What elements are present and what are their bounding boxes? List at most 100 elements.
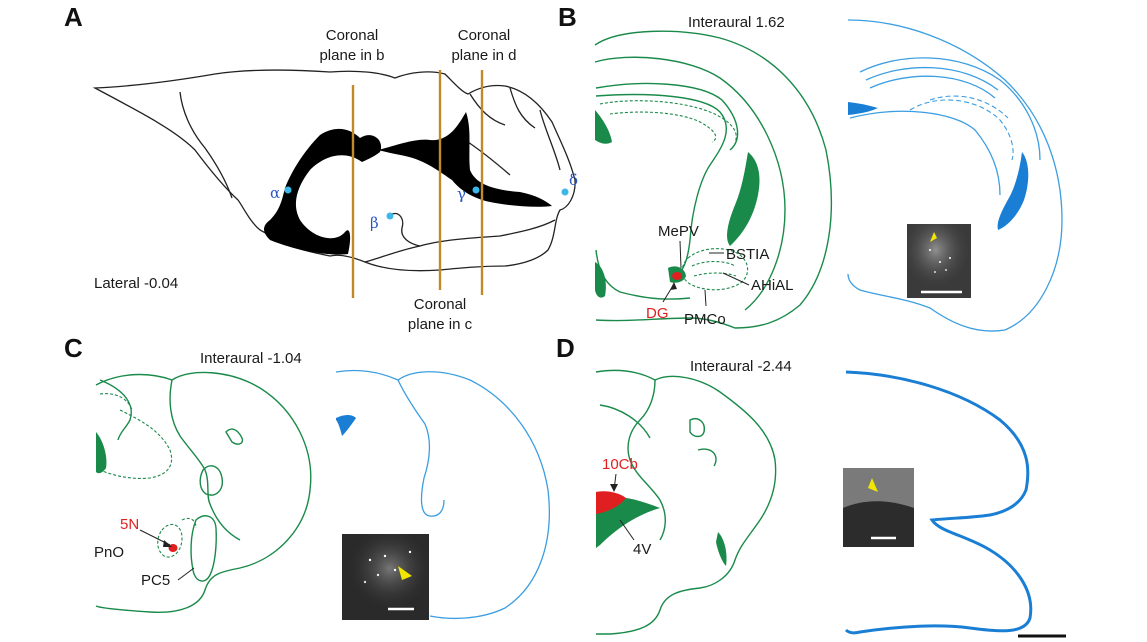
- c-cell: [383, 554, 387, 558]
- panel-d-interaural: Interaural -2.44: [690, 358, 792, 375]
- b-micrograph-inset: [907, 224, 971, 298]
- d-atlas-inner-2: [599, 404, 651, 439]
- b-atlas-inner: [594, 56, 786, 311]
- c-atlas-5n-loop: [157, 523, 183, 558]
- d-atlas-loop: [689, 418, 705, 438]
- c-yellow-arrowhead: [398, 566, 412, 580]
- c-atlas-dash-2: [99, 393, 133, 411]
- c-label-pno: PnO: [94, 544, 124, 561]
- panel-b-interaural: Interaural 1.62: [688, 14, 785, 31]
- d-label-10cb: 10Cb: [602, 456, 638, 473]
- d-atlas-inner: [627, 379, 666, 541]
- b-blue-arc-1: [859, 57, 1041, 161]
- panel-a: A Coronal plane in b Coronal plane in d …: [64, 2, 578, 333]
- d-yellow-arrowhead: [868, 478, 878, 492]
- b-micrograph-glow: [907, 224, 971, 298]
- c-atlas-dash-3: [181, 517, 197, 529]
- sagittal-brain-outline: [92, 69, 576, 272]
- plane-d-label-1: Coronal: [458, 27, 511, 44]
- plane-c-label-1: Coronal: [414, 296, 467, 313]
- b-blue-outline: [847, 19, 1063, 332]
- d-red-10cb: [596, 491, 626, 514]
- b-blue-inner: [849, 110, 1001, 196]
- d-leader-4v: [619, 519, 635, 541]
- gamma-label: γ: [457, 185, 466, 203]
- b-cell: [934, 271, 936, 273]
- panel-d: D Interaural -2.44 10Cb 4V: [556, 333, 1066, 638]
- b-blue-arc-2: [865, 66, 999, 91]
- cerebellum-folia: [464, 87, 561, 176]
- b-label-pmco: PMCo: [684, 311, 726, 328]
- c-cell: [393, 568, 397, 572]
- c-cell: [408, 550, 412, 554]
- delta-label: δ: [569, 171, 578, 189]
- c-blue-fill: [336, 415, 356, 436]
- c-micrograph-inset: [342, 534, 429, 620]
- b-green-fill-ventricle: [727, 152, 760, 246]
- lateral-ventricle: [264, 128, 382, 255]
- b-label-bstia: BSTIA: [726, 246, 769, 263]
- c-cell: [363, 580, 367, 584]
- b-label-dg: DG: [646, 305, 669, 322]
- brainstem-outline: [364, 219, 556, 263]
- plane-c-label-2: plane in c: [408, 316, 473, 333]
- b-cell: [945, 269, 947, 271]
- b-atlas-hippo-outer: [595, 82, 739, 151]
- b-cell: [929, 249, 931, 251]
- b-yellow-arrowhead: [930, 232, 937, 242]
- b-label-mepv: MePV: [658, 223, 699, 240]
- c-blue-inner: [397, 379, 445, 517]
- c-label-5n: 5N: [120, 516, 139, 533]
- d-green-fill-low: [716, 532, 727, 566]
- plane-b-label-2: plane in b: [319, 47, 384, 64]
- d-micrograph-inset: [843, 468, 914, 547]
- b-arrow-dg: [670, 282, 677, 290]
- c-atlas-outline: [95, 371, 312, 613]
- b-green-fill-left: [595, 110, 612, 144]
- c-atlas-small-loop: [225, 428, 244, 445]
- b-blue-arc-3: [869, 75, 996, 99]
- d-arrow-10cb: [610, 484, 618, 492]
- panel-a-letter: A: [64, 2, 83, 32]
- c-atlas-inner-2: [99, 379, 132, 441]
- c-atlas-dash-1: [99, 409, 173, 479]
- panel-c: C Interaural -1.04 5N PnO PC5: [64, 333, 550, 620]
- b-atlas-amygdala-dash-2: [691, 260, 737, 277]
- cortex-fold: [179, 91, 233, 199]
- b-atlas-hippo-dash-2: [609, 111, 717, 143]
- midbrain-curve: [389, 212, 421, 247]
- c-atlas-inner: [169, 379, 241, 541]
- d-atlas-outline: [595, 369, 777, 635]
- delta-marker: [561, 188, 569, 196]
- c-leader-pc5: [177, 567, 195, 581]
- b-green-fill-low: [595, 262, 606, 298]
- b-cell: [949, 257, 951, 259]
- b-blue-fill-small: [848, 102, 878, 115]
- d-blue-outline: [844, 370, 1033, 635]
- panel-c-interaural: Interaural -1.04: [200, 350, 302, 367]
- c-label-pc5: PC5: [141, 572, 170, 589]
- c-arrow-5n: [163, 540, 172, 547]
- lateral-label: Lateral -0.04: [94, 275, 178, 292]
- beta-label: β: [370, 214, 379, 232]
- panel-b-letter: B: [558, 2, 577, 32]
- c-atlas-pc5-loop: [190, 515, 217, 582]
- c-cell: [376, 573, 380, 577]
- d-micrograph-dark: [843, 501, 914, 547]
- aqueduct: [378, 112, 552, 207]
- b-atlas-inner-contour: [595, 93, 727, 273]
- b-blue-arc-dash: [909, 99, 1014, 161]
- panel-c-letter: C: [64, 333, 83, 363]
- b-leader-mepv: [679, 240, 682, 269]
- b-blue-fill-ventricle: [997, 152, 1029, 230]
- b-leader-ahial: [722, 272, 750, 286]
- d-green-4v: [596, 496, 660, 548]
- c-micrograph-glow: [342, 534, 429, 620]
- d-atlas-loop-2: [697, 448, 717, 467]
- c-green-fill: [96, 432, 107, 474]
- b-label-ahial: AHiAL: [751, 277, 794, 294]
- c-atlas-small-loop-2: [199, 465, 223, 496]
- b-dg-dot: [672, 272, 682, 280]
- b-leader-pmco: [704, 289, 707, 307]
